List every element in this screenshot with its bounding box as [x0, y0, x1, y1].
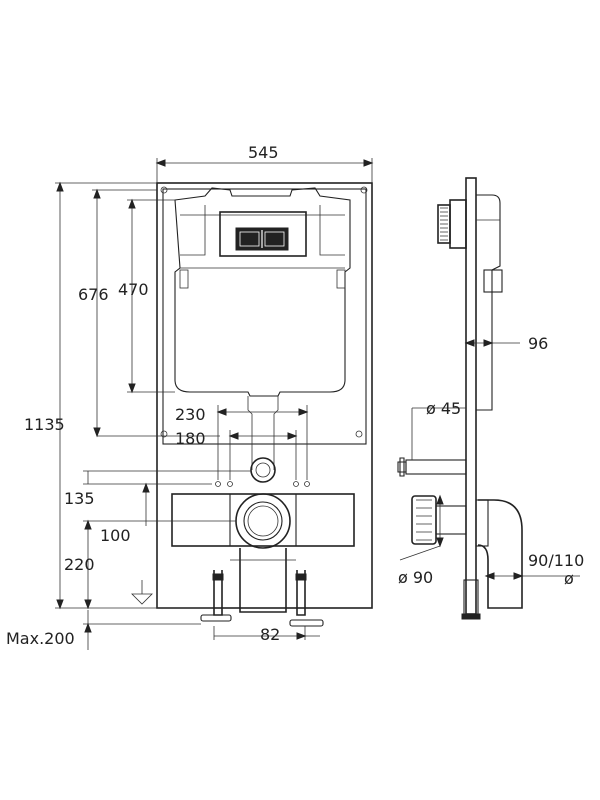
screw-top-right	[360, 186, 368, 194]
waste-outlet-inner	[243, 501, 283, 541]
cistern-body	[174, 187, 351, 397]
frame-inner-panel	[162, 188, 367, 445]
side-waste-connector	[411, 495, 437, 545]
flush-pipe	[247, 396, 279, 470]
cistern-clip-left	[179, 269, 189, 289]
front-dimensions: 545 1135 676 470 230 180	[6, 143, 374, 650]
dim-frame-width: 545	[248, 143, 279, 162]
cistern-brackets	[180, 205, 345, 256]
cistern-ribs	[180, 214, 345, 269]
screw-top-left	[160, 186, 168, 194]
floor-level-icon	[131, 580, 153, 605]
side-view	[397, 177, 523, 620]
dim-outlet-height: 220	[64, 555, 95, 574]
screw-mid-left	[160, 430, 168, 438]
leg-right	[296, 570, 306, 616]
side-cistern	[476, 194, 501, 411]
dim-max-adjust: Max.200	[6, 629, 75, 648]
side-waste-bend	[477, 499, 523, 609]
dim-total-height: 1135	[24, 415, 65, 434]
flush-plate-frame	[219, 211, 307, 257]
screw-mid-right	[355, 430, 363, 438]
water-inlet-inner	[255, 462, 271, 478]
dim-cistern-height: 470	[118, 280, 149, 299]
foot-left	[200, 614, 232, 622]
dim-bend-diameter-symbol: ø	[564, 569, 574, 588]
frame-outline	[156, 182, 373, 609]
dim-flush-plate-height: 676	[78, 285, 109, 304]
front-view	[131, 182, 373, 627]
dim-outlet-diameter: 100	[100, 526, 131, 545]
foot-right	[289, 619, 324, 627]
side-frame-upright	[465, 177, 477, 615]
side-flush-housing	[449, 199, 467, 249]
dim-waste-diameter: ø 90	[398, 568, 433, 587]
cistern-clip-right	[336, 269, 346, 289]
dim-foot-spacing: 82	[260, 625, 280, 644]
dim-inlet-height: 135	[64, 489, 95, 508]
dim-bend-diameter: 90/110	[528, 551, 584, 570]
dim-inlet-offset-inner: 180	[175, 429, 206, 448]
waste-box	[239, 548, 287, 613]
side-dimensions: 96 ø 45 ø 90 90/110 ø	[398, 334, 584, 588]
dim-inlet-offset-outer: 230	[175, 405, 206, 424]
water-inlet-outer	[250, 457, 276, 483]
side-supply-pipe	[405, 459, 467, 475]
dim-supply-diameter: ø 45	[426, 399, 461, 418]
dim-frame-depth: 96	[528, 334, 548, 353]
